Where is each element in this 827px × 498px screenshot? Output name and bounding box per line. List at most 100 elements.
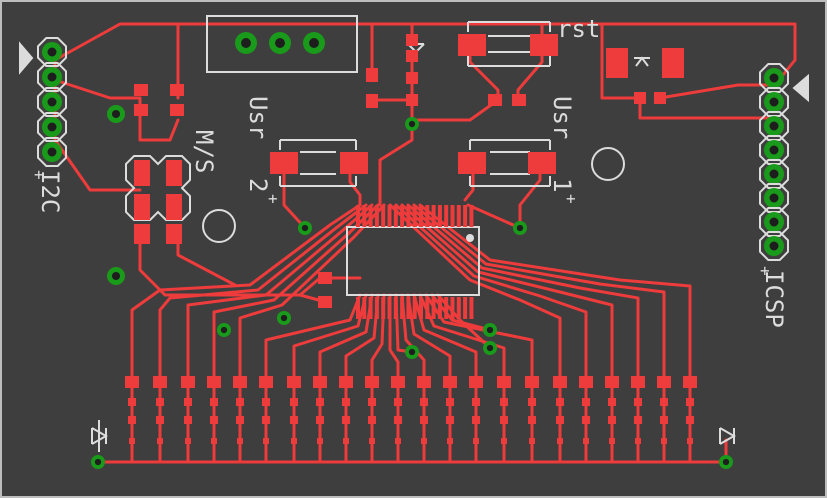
ic-pin-pad [450, 297, 455, 319]
usr2-number: 2 [244, 178, 272, 192]
led-resistor-pad [233, 376, 247, 388]
ic-pin-pad [456, 205, 461, 227]
led-pad [184, 416, 192, 424]
via-hole [47, 122, 57, 132]
via-hole [769, 145, 779, 155]
via-hole [241, 38, 251, 48]
led-pad [290, 416, 298, 424]
ic-pin-pad [437, 297, 442, 319]
led-pad [394, 398, 402, 406]
ic-pin-pad [387, 205, 392, 227]
led-pad [210, 416, 218, 424]
via-hole [47, 47, 57, 57]
ic-pin-pad [368, 297, 373, 319]
led-pad [262, 416, 270, 424]
led-pad-small [237, 438, 243, 444]
icsp-plus: + [760, 261, 770, 280]
via-hole [769, 193, 779, 203]
led-pad [660, 398, 668, 406]
led-resistor-pad [125, 376, 139, 388]
via-hole [769, 217, 779, 227]
led-pad [394, 416, 402, 424]
led-pad-small [529, 438, 535, 444]
header-pin-outline [37, 112, 67, 142]
led-resistor-pad [579, 376, 593, 388]
led-pad-small [157, 438, 163, 444]
ic-pin-pad [387, 297, 392, 319]
via-hole [275, 38, 285, 48]
i2c-header [37, 37, 67, 167]
ic-pin-pad [406, 205, 411, 227]
i2c-plus: + [34, 165, 44, 184]
led-pad [236, 416, 244, 424]
led-pad [634, 416, 642, 424]
ic-pin-pad [456, 297, 461, 319]
ic-pin-pad [412, 205, 417, 227]
usr1-number: 1 [548, 178, 576, 192]
rst-label: rst [557, 15, 600, 43]
ms-label: M/S [190, 130, 218, 173]
led-pad-small [343, 438, 349, 444]
ic-pin-pad [356, 297, 360, 319]
icsp-header [759, 63, 789, 261]
led-resistor-pad [339, 376, 353, 388]
led-resistor-pad [683, 376, 697, 388]
led-pad [582, 416, 590, 424]
usr2-label: Usr [244, 96, 272, 139]
usr2-plus: + [268, 189, 278, 208]
led-pad-small [661, 438, 667, 444]
led-pad [342, 416, 350, 424]
led-resistor-pad [207, 376, 221, 388]
ic-pin-pad [400, 205, 405, 227]
ic-pin-pad [419, 205, 423, 227]
led-resistor-pad [443, 376, 457, 388]
ic-pin-pad [425, 205, 430, 227]
led-pad [156, 398, 164, 406]
led-resistor-pad [313, 376, 327, 388]
led-resistor-pad [657, 376, 671, 388]
led-pad [556, 398, 564, 406]
led-resistor-pad [631, 376, 645, 388]
led-resistor-pad [365, 376, 379, 388]
i2c-label: I2C [36, 170, 64, 213]
led-pad-small [473, 438, 479, 444]
led-pad [262, 398, 270, 406]
led-resistor-pad [469, 376, 483, 388]
led-resistor-pad [605, 376, 619, 388]
vias [91, 32, 733, 469]
led-pad [686, 398, 694, 406]
via-hole [309, 38, 319, 48]
via-hole [280, 314, 288, 322]
ic-pin-pad [469, 297, 474, 319]
led-pad [556, 416, 564, 424]
led-resistor-pad [259, 376, 273, 388]
led-pad-small [395, 438, 401, 444]
ic-pin1-dot [466, 234, 474, 242]
via-hole [769, 121, 779, 131]
led-pad [156, 416, 164, 424]
ic-pin-pad [444, 297, 449, 319]
via-hole [516, 224, 524, 232]
smd-pads [125, 34, 697, 444]
led-pad-small [609, 438, 615, 444]
led-pad [236, 398, 244, 406]
led-pad [342, 398, 350, 406]
led-pad [528, 416, 536, 424]
led-pad-small [687, 438, 693, 444]
led-pad [446, 398, 454, 406]
led-pad [290, 398, 298, 406]
ic-pin-pad [431, 205, 436, 227]
ic-pin-pad [437, 205, 442, 227]
led-resistor-pad [287, 376, 301, 388]
ic-pin-pad [431, 297, 436, 319]
ic-pin-pad [463, 205, 468, 227]
via-hole [47, 97, 57, 107]
header-pin-outline [759, 63, 789, 93]
led-pad-small [635, 438, 641, 444]
header-pin-outline [37, 137, 67, 167]
via-hole [220, 326, 228, 334]
led-pad [128, 416, 136, 424]
led-pad [472, 416, 480, 424]
via-hole [486, 344, 494, 352]
